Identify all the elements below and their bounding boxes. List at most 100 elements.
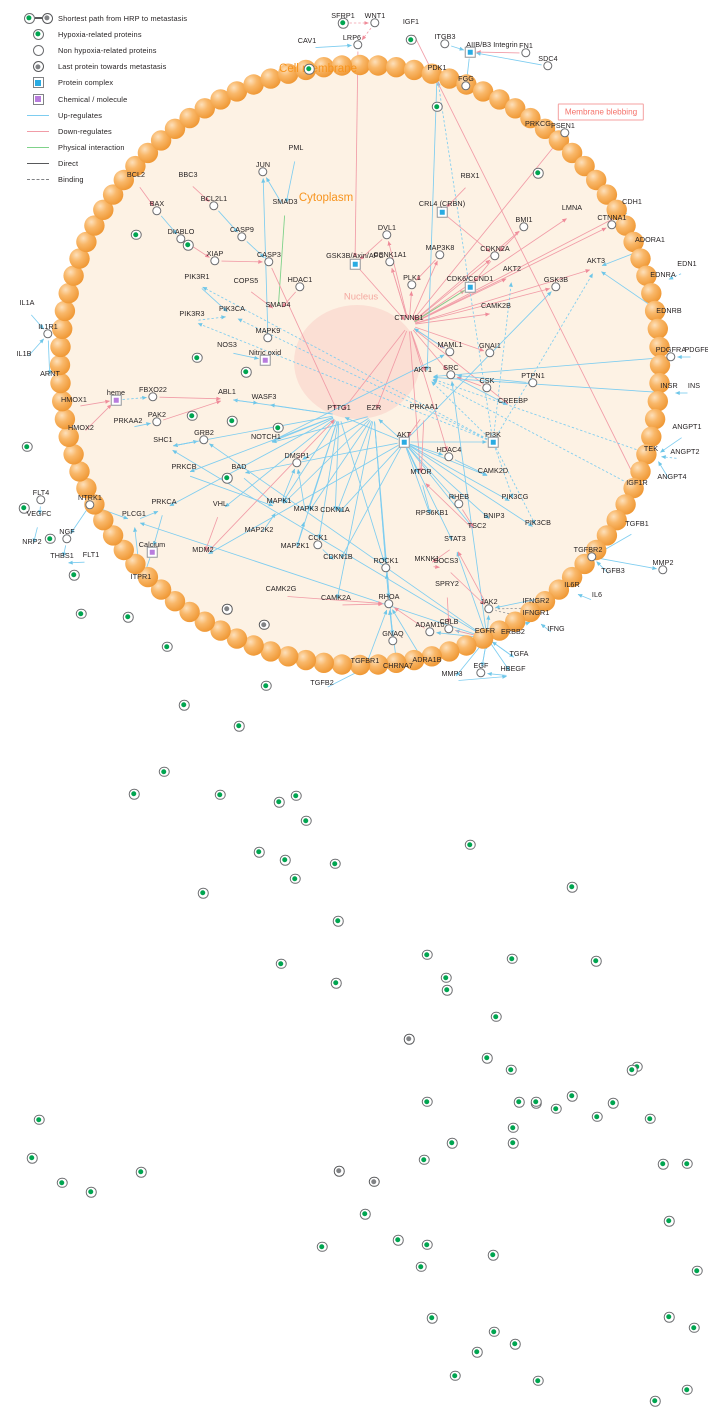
node-prkaa2[interactable] [123, 612, 134, 623]
node-prkcg[interactable] [533, 168, 544, 179]
node-ins[interactable] [689, 1322, 700, 1333]
node-angpt1[interactable] [682, 1384, 693, 1395]
node-cdh1[interactable] [627, 1065, 638, 1076]
node-label-gnaq: GNAQ [382, 629, 403, 638]
node-ctnnb1[interactable] [404, 1034, 415, 1045]
node-edn1[interactable] [682, 1158, 693, 1169]
node-arnt[interactable] [45, 533, 56, 544]
node-thbs1[interactable] [57, 1177, 68, 1188]
node-label-nrp2: NRP2 [22, 537, 41, 546]
node-tgfa[interactable] [514, 1097, 525, 1108]
node-itpr1[interactable] [136, 1167, 147, 1178]
node-creebp[interactable] [508, 1138, 519, 1149]
node-socs3[interactable] [441, 972, 452, 983]
node-pdgfb[interactable] [692, 1265, 703, 1276]
node-akt2[interactable] [507, 953, 518, 964]
node-map2k1[interactable] [290, 873, 301, 884]
node-vegfc[interactable] [34, 1114, 45, 1125]
node-smad3[interactable] [280, 855, 291, 866]
node-prkcb[interactable] [179, 700, 190, 711]
node-hbegf[interactable] [508, 1122, 519, 1133]
node-camk2g[interactable] [276, 958, 287, 969]
node-camk2a[interactable] [331, 978, 342, 989]
node-map2k2[interactable] [254, 847, 265, 858]
node-stat3[interactable] [450, 1370, 461, 1381]
node-pik3r1[interactable] [192, 352, 203, 363]
node-shc1[interactable] [162, 641, 173, 652]
node-prkaa1[interactable] [419, 1154, 430, 1165]
node-flt1[interactable] [86, 1187, 97, 1198]
node-tek[interactable] [650, 1396, 661, 1407]
node-insr[interactable] [664, 1312, 675, 1323]
node-plcg1[interactable] [129, 789, 140, 800]
node-chrna7[interactable] [393, 1235, 404, 1246]
node-ezr[interactable] [369, 1176, 380, 1187]
membrane-bead [58, 283, 78, 303]
node-camk2b[interactable] [491, 1011, 502, 1022]
node-pik3r3[interactable] [187, 410, 198, 421]
node-label-fn1: FN1 [519, 41, 533, 50]
node-spry2[interactable] [442, 985, 453, 996]
node-akt1[interactable] [422, 1096, 433, 1107]
node-label-flt4: FLT4 [33, 488, 50, 497]
node-akt3[interactable] [591, 956, 602, 967]
node-camk2d[interactable] [488, 1250, 499, 1261]
node-tgfbr1[interactable] [360, 1209, 371, 1220]
legend-item-last-node: Last protein towards metastasis [18, 59, 218, 75]
node-cdkn1b[interactable] [333, 916, 344, 927]
node-gsk3b-axin-apc[interactable] [350, 259, 361, 270]
node-ednra[interactable] [658, 1159, 669, 1170]
node-rps6kb1[interactable] [427, 1313, 438, 1324]
node-ifngr2[interactable] [531, 1096, 542, 1107]
node-rbx1[interactable] [465, 839, 476, 850]
node-adra1b[interactable] [422, 1239, 433, 1250]
node-mapk1[interactable] [274, 797, 285, 808]
node-label-mmp2: MMP2 [652, 558, 673, 567]
node-pdk1[interactable] [432, 101, 443, 112]
node-label-gnai1: GNAI1 [479, 341, 501, 350]
node-pik3ca[interactable] [227, 416, 238, 427]
node-tgfb2[interactable] [317, 1241, 328, 1252]
node-cdk6-ccnd1[interactable] [465, 282, 476, 293]
node-pml[interactable] [291, 790, 302, 801]
node-cav1[interactable] [304, 64, 315, 75]
node-erbb2[interactable] [506, 1064, 517, 1075]
node-label-pdk1: PDK1 [427, 63, 446, 72]
node-tgfb3[interactable] [608, 1098, 619, 1109]
node-il6[interactable] [592, 1111, 603, 1122]
node-pik3cg[interactable] [510, 1339, 521, 1350]
node-mknk1[interactable] [422, 949, 433, 960]
node-label-pttg1: PTTG1 [327, 403, 351, 412]
node-mtor[interactable] [416, 1261, 427, 1272]
node-bad[interactable] [234, 721, 245, 732]
node-ednrb[interactable] [664, 1216, 675, 1227]
node-cdkn1a[interactable] [330, 858, 341, 869]
node-vhl[interactable] [215, 789, 226, 800]
node-hmox2[interactable] [76, 608, 87, 619]
node-bnip3[interactable] [489, 1326, 500, 1337]
node-mapk3[interactable] [301, 815, 312, 826]
node-prkca[interactable] [159, 766, 170, 777]
node-nrp2[interactable] [27, 1153, 38, 1164]
node-notch1[interactable] [261, 680, 272, 691]
node-mmp3[interactable] [447, 1138, 458, 1149]
node-ifng[interactable] [551, 1103, 562, 1114]
node-mdm2[interactable] [198, 888, 209, 899]
node-bcl2[interactable] [131, 229, 142, 240]
node-tsc2[interactable] [472, 1347, 483, 1358]
node-pttg1[interactable] [334, 1166, 345, 1177]
node-hmox1[interactable] [69, 570, 80, 581]
node-lmna[interactable] [567, 882, 578, 893]
node-il1a[interactable] [22, 441, 33, 452]
node-egfr[interactable] [482, 1053, 493, 1064]
node-pik3cb[interactable] [533, 1375, 544, 1386]
node-crl4-crbn-[interactable] [437, 207, 448, 218]
node-abl1[interactable] [222, 604, 233, 615]
node-wasf3[interactable] [259, 619, 270, 630]
node-igf1[interactable] [406, 34, 417, 45]
node-adora1[interactable] [645, 1113, 656, 1124]
node-nos3[interactable] [222, 473, 233, 484]
node-il6r[interactable] [567, 1091, 578, 1102]
node-cops5[interactable] [241, 367, 252, 378]
